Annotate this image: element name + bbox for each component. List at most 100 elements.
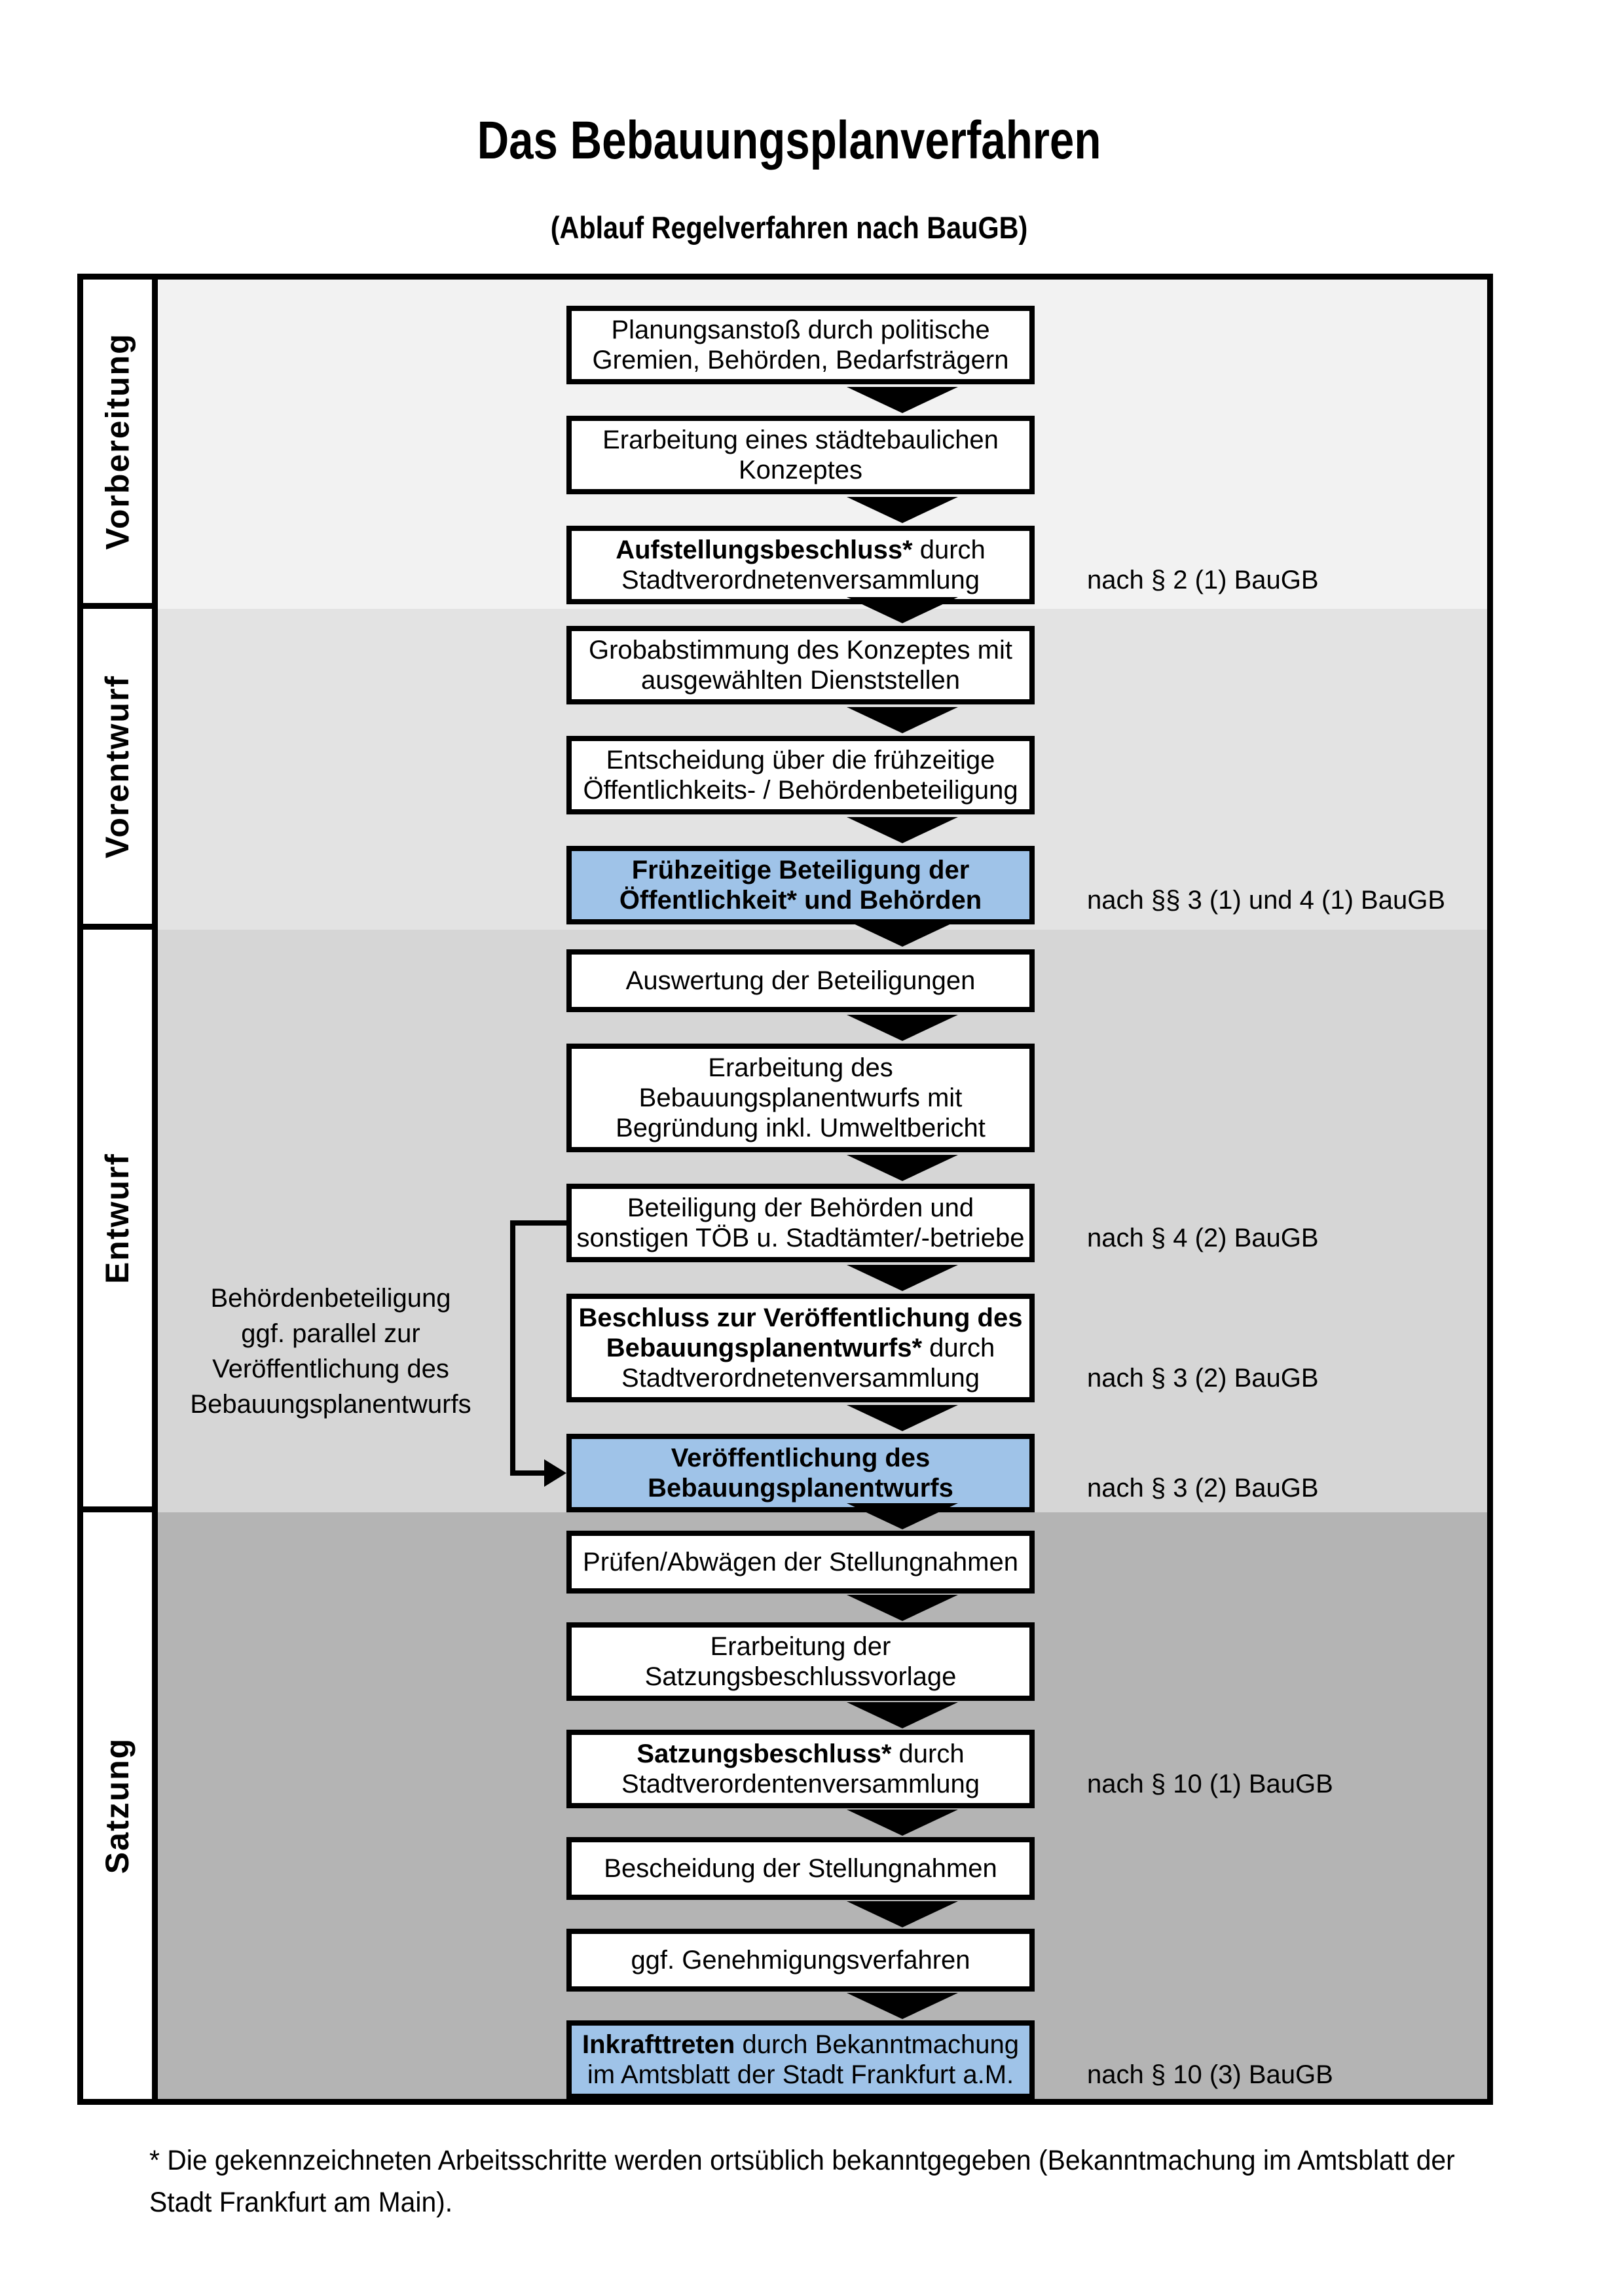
down-arrow-icon <box>847 1155 958 1181</box>
step-text-line: Beteiligung der Behörden und <box>627 1194 974 1222</box>
legal-reference: nach § 10 (1) BauGB <box>1087 1770 1333 1798</box>
legal-reference: nach § 10 (3) BauGB <box>1087 2060 1333 2089</box>
auswertung-beteiligungen: Auswertung der Beteiligungen <box>566 949 1035 1012</box>
legal-reference: nach § 2 (1) BauGB <box>1087 566 1319 594</box>
down-arrow-icon <box>847 1810 958 1836</box>
step-text-line: ausgewählten Dienststellen <box>641 666 960 695</box>
phase-label-entwurf: Entwurf <box>83 930 158 1512</box>
side-note-line: Bebauungsplanentwurfs <box>190 1390 471 1419</box>
step-text-line: Erarbeitung eines städtebaulichen <box>602 426 999 454</box>
down-arrow-icon <box>847 920 958 947</box>
down-arrow-icon <box>847 1503 958 1529</box>
step-text-line: Frühzeitige Beteiligung der <box>631 856 970 884</box>
step-text-line: sonstigen TÖB u. Stadtämter/-betriebe <box>576 1224 1025 1252</box>
step-text-line: Veröffentlichung des <box>671 1444 931 1472</box>
step-text-line: Auswertung der Beteiligungen <box>625 966 976 995</box>
side-note: Behördenbeteiligung ggf. parallel zur Ve… <box>187 1281 475 1422</box>
down-arrow-icon <box>847 1702 958 1728</box>
page-title: Das Bebauungsplanverfahren <box>477 111 1101 170</box>
connector-line <box>510 1220 566 1226</box>
step-text-line: Satzungsbeschluss* durch <box>637 1740 965 1768</box>
page-subtitle: (Ablauf Regelverfahren nach BauGB) <box>550 210 1028 245</box>
step-text-line: Bebauungsplanentwurfs mit <box>638 1084 963 1112</box>
legal-reference: nach §§ 3 (1) und 4 (1) BauGB <box>1087 886 1445 915</box>
right-arrow-icon <box>544 1459 566 1487</box>
side-note-line: ggf. parallel zur <box>241 1319 420 1348</box>
step-text-line: Stadtverordentenversammlung <box>621 1770 980 1798</box>
step-text-line: Stadtverordnetenversammlung <box>621 566 980 594</box>
phase-label-column: Vorbereitung Vorentwurf Entwurf Satzung <box>83 280 158 2099</box>
down-arrow-icon <box>847 1901 958 1927</box>
down-arrow-icon <box>847 1993 958 2019</box>
legal-reference: nach § 4 (2) BauGB <box>1087 1224 1319 1252</box>
step-text-line: Prüfen/Abwägen der Stellungnahmen <box>583 1548 1018 1576</box>
bescheidung: Bescheidung der Stellungnahmen <box>566 1837 1035 1900</box>
down-arrow-icon <box>847 597 958 623</box>
footnote: * Die gekennzeichneten Arbeitsschritte w… <box>149 2145 1455 2218</box>
step-text-line: Bebauungsplanentwurfs* durch <box>606 1334 995 1362</box>
step-text-line: Bescheidung der Stellungnahmen <box>604 1854 997 1883</box>
side-note-line: Veröffentlichung des <box>212 1355 449 1383</box>
pruefen-abwaegen: Prüfen/Abwägen der Stellungnahmen <box>566 1531 1035 1594</box>
flow-step-row: Bescheidung der Stellungnahmen <box>158 1837 1035 1900</box>
step-text-line: Beschluss zur Veröffentlichung des <box>578 1303 1023 1332</box>
down-arrow-icon <box>847 497 958 523</box>
legal-reference: nach § 3 (2) BauGB <box>1087 1474 1319 1503</box>
connector-line <box>510 1470 548 1476</box>
step-text-line: Stadtverordnetenversammlung <box>621 1364 980 1393</box>
step-text-line: Gremien, Behörden, Bedarfsträgern <box>592 346 1009 374</box>
phase-label-satzung: Satzung <box>83 1512 158 2099</box>
step-text-line: Öffentlichkeits- / Behördenbeteiligung <box>583 776 1018 805</box>
down-arrow-icon <box>847 817 958 843</box>
flow-step-row: Prüfen/Abwägen der Stellungnahmen <box>158 1531 1035 1594</box>
step-text-line: Erarbeitung der <box>710 1632 891 1661</box>
step-text-line: Grobabstimmung des Konzeptes mit <box>589 636 1012 665</box>
phase-label-vorentwurf: Vorentwurf <box>83 609 158 930</box>
step-text-line: Entscheidung über die frühzeitige <box>606 746 995 774</box>
step-text-line: Satzungsbeschlussvorlage <box>644 1662 957 1691</box>
step-text-line: Inkrafttreten durch Bekanntmachung <box>581 2030 1019 2059</box>
down-arrow-icon <box>847 1405 958 1431</box>
flow-step-row: Auswertung der Beteiligungen <box>158 949 1035 1012</box>
step-text-line: ggf. Genehmigungsverfahren <box>631 1946 970 1975</box>
genehmigungsverfahren: ggf. Genehmigungsverfahren <box>566 1929 1035 1992</box>
step-text-line: Aufstellungsbeschluss* durch <box>616 536 986 564</box>
down-arrow-icon <box>847 1595 958 1621</box>
step-text-line: Bebauungsplanentwurfs <box>648 1474 953 1503</box>
side-note-line: Behördenbeteiligung <box>210 1284 451 1313</box>
